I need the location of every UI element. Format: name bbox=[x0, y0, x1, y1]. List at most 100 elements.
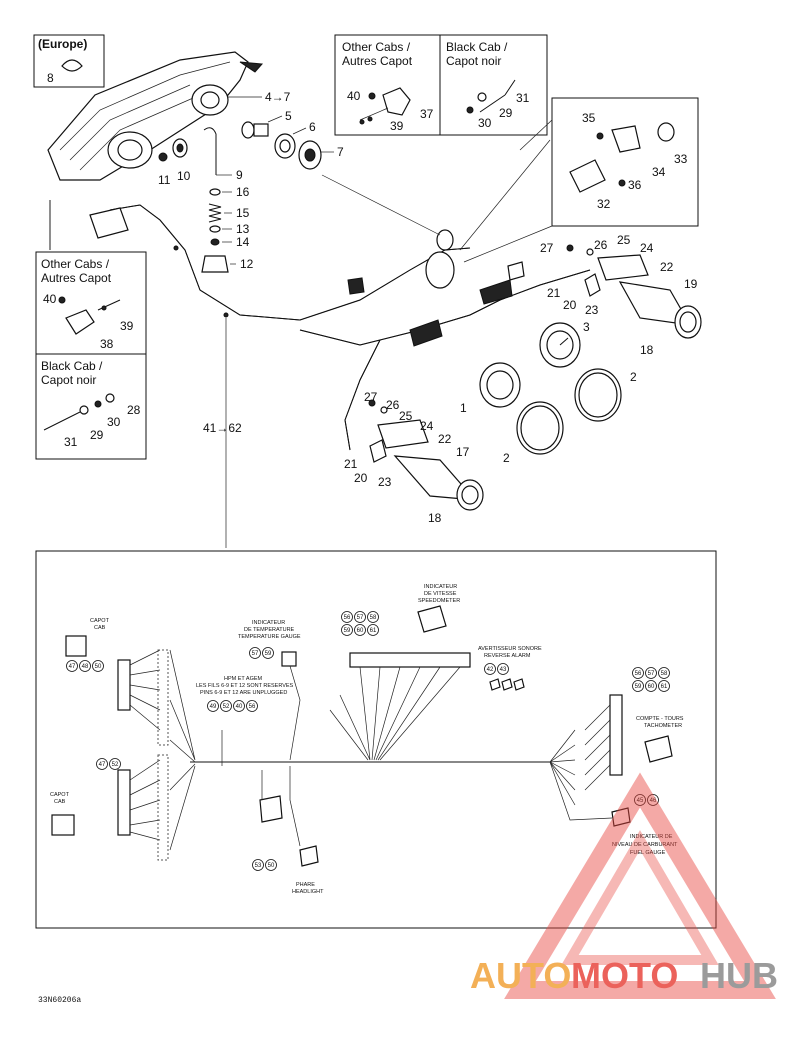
watermark-hub: HUB bbox=[700, 955, 778, 996]
part-7-boot bbox=[298, 140, 322, 170]
callout-38: 38 bbox=[100, 337, 114, 351]
ref-circle bbox=[645, 680, 657, 692]
part-15-spring bbox=[208, 203, 222, 223]
ref-circle bbox=[497, 663, 509, 675]
callout-16: 16 bbox=[236, 185, 250, 199]
callout-17: 17 bbox=[456, 445, 470, 459]
wiring-diagram bbox=[51, 605, 673, 867]
speedo-2: DE VITESSE bbox=[424, 591, 457, 597]
fuel-2: NIVEAU DE CARBURANT bbox=[612, 842, 678, 848]
ref-circle-number: 47 bbox=[99, 762, 106, 768]
callout-29a: 29 bbox=[499, 106, 513, 120]
reverse-1: AVERTISSEUR SONORE bbox=[478, 646, 542, 652]
part-16-washer bbox=[209, 188, 221, 196]
capot-cab-top-1: CAPOT bbox=[90, 618, 110, 624]
ref-circle-number: 57 bbox=[357, 615, 364, 621]
headlight-housing bbox=[47, 51, 264, 181]
part-12-clip bbox=[201, 255, 229, 273]
callout-36: 36 bbox=[628, 178, 642, 192]
ref-circle bbox=[92, 660, 104, 672]
callout-19: 19 bbox=[684, 277, 698, 291]
inset-top-black-1: Black Cab / bbox=[446, 40, 508, 54]
ref-circle bbox=[484, 663, 496, 675]
callout-31a: 31 bbox=[516, 91, 530, 105]
callout-30b: 30 bbox=[107, 415, 121, 429]
ref-circle bbox=[634, 794, 646, 806]
ref-circle-number: 46 bbox=[650, 798, 657, 804]
ref-circle bbox=[249, 647, 261, 659]
ref-circle bbox=[645, 667, 657, 679]
ref-circle-number: 48 bbox=[82, 664, 89, 670]
callout-30a: 30 bbox=[478, 116, 492, 130]
europe-inset: (Europe) 8 bbox=[33, 34, 105, 88]
callout-32: 32 bbox=[597, 197, 611, 211]
ref-circle bbox=[246, 700, 258, 712]
callout-29b: 29 bbox=[90, 428, 104, 442]
callout-25a: 25 bbox=[617, 233, 631, 247]
ref-circle-number: 61 bbox=[661, 684, 668, 690]
part-5-bulb bbox=[241, 121, 269, 139]
note-2: LES FILS 6-9 ET 12 SONT RESERVES bbox=[196, 683, 294, 689]
gauge-bezels bbox=[479, 362, 622, 455]
callout-18a: 18 bbox=[640, 343, 654, 357]
part-9-adjuster-screw bbox=[203, 127, 232, 176]
callout-1: 1 bbox=[460, 401, 467, 415]
callout-23b: 23 bbox=[378, 475, 392, 489]
ref-circle bbox=[262, 647, 274, 659]
callout-12: 12 bbox=[240, 257, 254, 271]
ref-circle bbox=[207, 700, 219, 712]
wiring-harness bbox=[49, 139, 591, 451]
callout-41-62: 41→62 bbox=[203, 421, 242, 435]
tach-1: COMPTE - TOURS bbox=[636, 716, 684, 722]
part-10-grommet bbox=[172, 138, 188, 158]
ref-circle bbox=[341, 624, 353, 636]
callout-24b: 24 bbox=[420, 419, 434, 433]
headlight-2: HEADLIGHT bbox=[292, 889, 324, 895]
watermark-auto: AUTO bbox=[470, 955, 571, 996]
ref-circle bbox=[658, 680, 670, 692]
ref-circle-number: 61 bbox=[370, 628, 377, 634]
speedo-3: SPEEDOMETER bbox=[418, 598, 460, 604]
ref-circle bbox=[96, 758, 108, 770]
ref-circle-number: 59 bbox=[265, 651, 272, 657]
inset-other-black-top: Other Cabs / Autres Capot Black Cab / Ca… bbox=[334, 34, 548, 136]
wiring-diagram-frame bbox=[35, 550, 717, 929]
ref-circle bbox=[367, 611, 379, 623]
inset-top-other-2: Autres Capot bbox=[342, 54, 413, 68]
callout-4-7: 4→7 bbox=[265, 90, 291, 104]
callout-27a: 27 bbox=[540, 241, 554, 255]
ref-circle-number: 45 bbox=[637, 798, 644, 804]
fuel-3: FUEL GAUGE bbox=[630, 850, 666, 856]
capot-cab-bottom-2: CAB bbox=[54, 799, 66, 805]
tachometer-assembly bbox=[539, 244, 702, 368]
ref-circle bbox=[632, 680, 644, 692]
ref-circle-number: 58 bbox=[661, 671, 668, 677]
ref-circle bbox=[252, 859, 264, 871]
inset-top-other-1: Other Cabs / bbox=[342, 40, 411, 54]
part-14-nut bbox=[210, 238, 220, 246]
callout-34: 34 bbox=[652, 165, 666, 179]
temp-gauge-1: INDICATEUR bbox=[252, 620, 285, 626]
ref-circle-number: 50 bbox=[268, 863, 275, 869]
callout-21b: 21 bbox=[344, 457, 358, 471]
callout-13: 13 bbox=[236, 222, 250, 236]
callout-39a: 39 bbox=[390, 119, 404, 133]
callout-22b: 22 bbox=[438, 432, 452, 446]
callout-6: 6 bbox=[309, 120, 316, 134]
fuel-1: INDICATEUR DE bbox=[630, 834, 673, 840]
callout-21a: 21 bbox=[547, 286, 561, 300]
drawing-code: 33N60206a bbox=[38, 996, 81, 1005]
note-1: HPM ET AGEM bbox=[224, 676, 263, 682]
part-6-ring bbox=[274, 133, 296, 159]
note-3: PINS 6-9 ET 12 ARE UNPLUGGED bbox=[200, 690, 287, 696]
ref-circle bbox=[109, 758, 121, 770]
ref-circle bbox=[265, 859, 277, 871]
ref-circle-number: 43 bbox=[500, 667, 507, 673]
inset-left-other-1: Other Cabs / bbox=[41, 257, 110, 271]
ref-circle-number: 56 bbox=[249, 704, 256, 710]
temp-gauge-2: DE TEMPERATURE bbox=[244, 627, 295, 633]
ref-circle-number: 47 bbox=[69, 664, 76, 670]
ref-circle-number: 57 bbox=[252, 651, 259, 657]
wiring-labels: CAPOT CAB CAPOT CAB INDICATEUR DE TEMPER… bbox=[50, 584, 684, 895]
